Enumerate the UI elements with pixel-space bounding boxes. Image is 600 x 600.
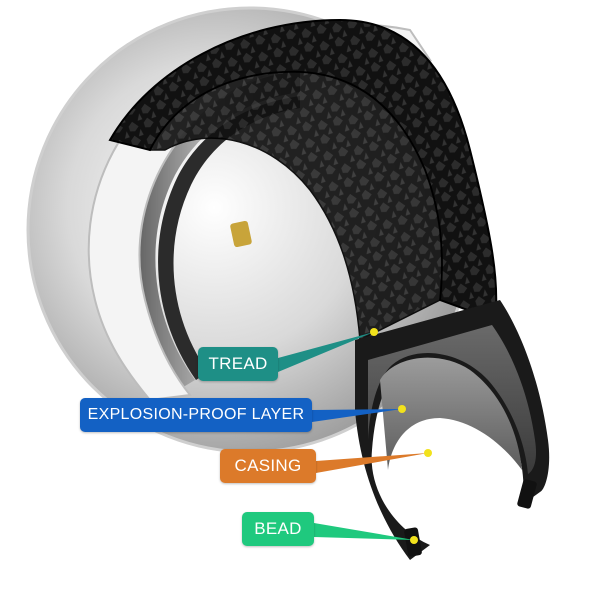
casing-marker-dot xyxy=(424,449,432,457)
explosion-proof-layer-marker-dot xyxy=(398,405,406,413)
bead-label: BEAD xyxy=(242,512,314,546)
tread-label: TREAD xyxy=(198,347,278,381)
tread-marker-dot xyxy=(370,328,378,336)
casing-label: CASING xyxy=(220,449,316,483)
bead-marker-dot xyxy=(410,536,418,544)
explosion-proof-layer-label: EXPLOSION-PROOF LAYER xyxy=(80,398,312,432)
